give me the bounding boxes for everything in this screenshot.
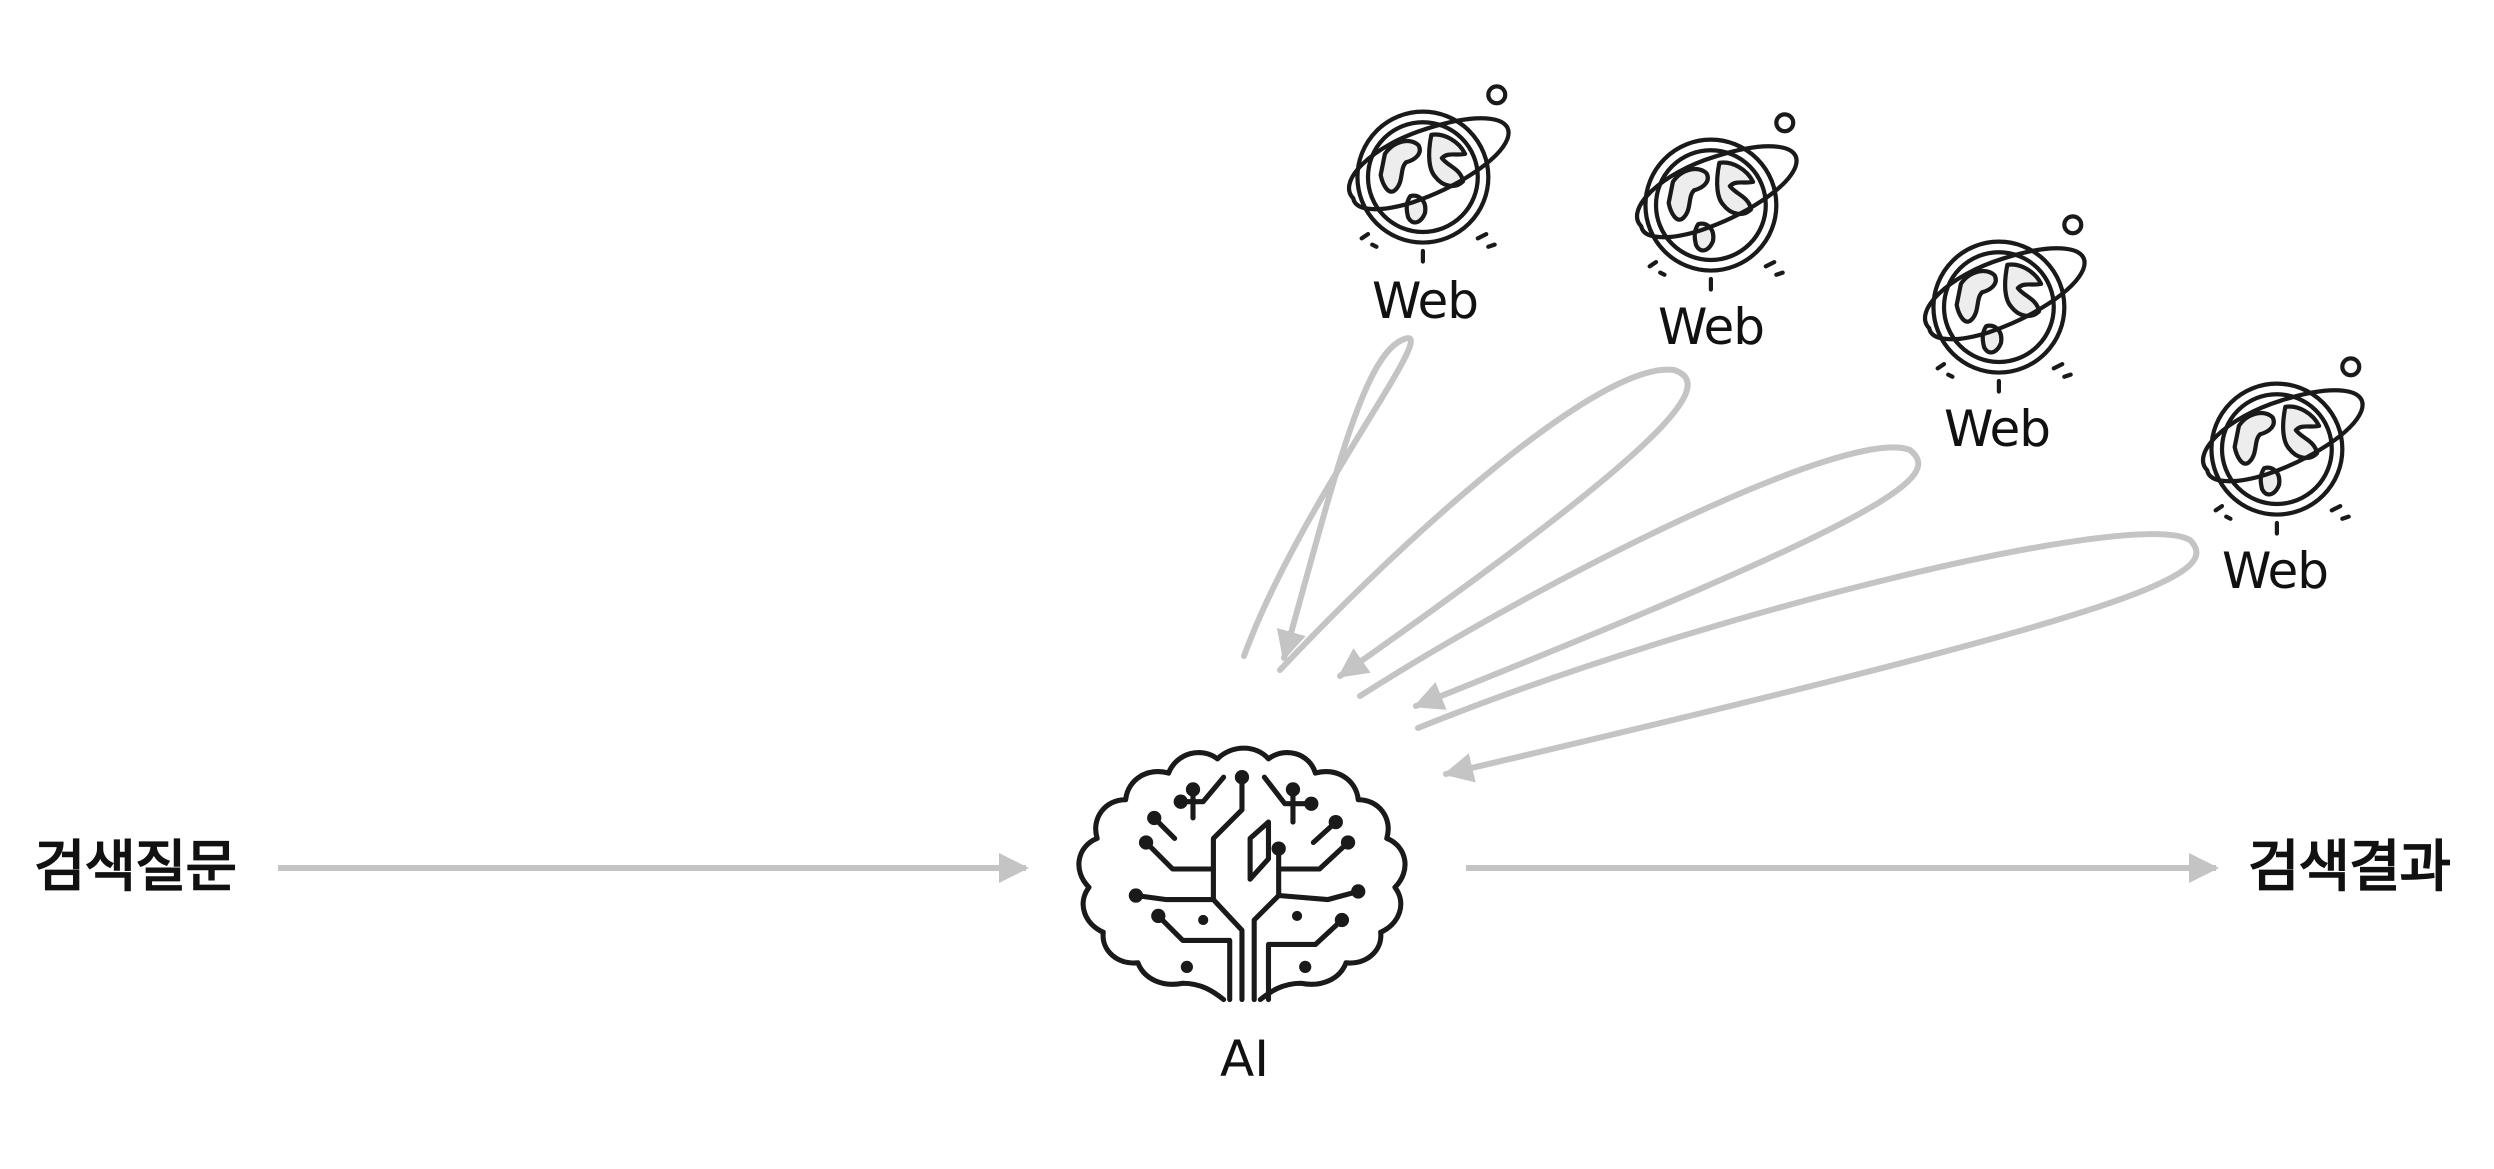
ai-label: AI (1220, 1030, 1269, 1088)
web-globe-icon-1 (1349, 86, 1509, 261)
ai-brain-icon (1079, 748, 1405, 999)
web-globe-icon-4 (2203, 358, 2363, 533)
web-label-4: Web (2222, 542, 2329, 600)
web-loop-arrow-2 (1277, 366, 1691, 679)
search-query-label: 검색질문 (34, 835, 237, 900)
web-loop-arrow-1 (1241, 335, 1414, 661)
web-label-3: Web (1944, 400, 2051, 458)
web-globe-icon-3 (1925, 216, 2085, 391)
web-globe-icon-2 (1637, 114, 1797, 289)
web-label-2: Web (1658, 298, 1765, 356)
web-label-1: Web (1372, 272, 1479, 330)
search-result-label: 검색결과 (2248, 835, 2451, 900)
web-loop-arrow-4 (1415, 531, 2200, 783)
web-loop-arrow-3 (1357, 444, 1922, 710)
